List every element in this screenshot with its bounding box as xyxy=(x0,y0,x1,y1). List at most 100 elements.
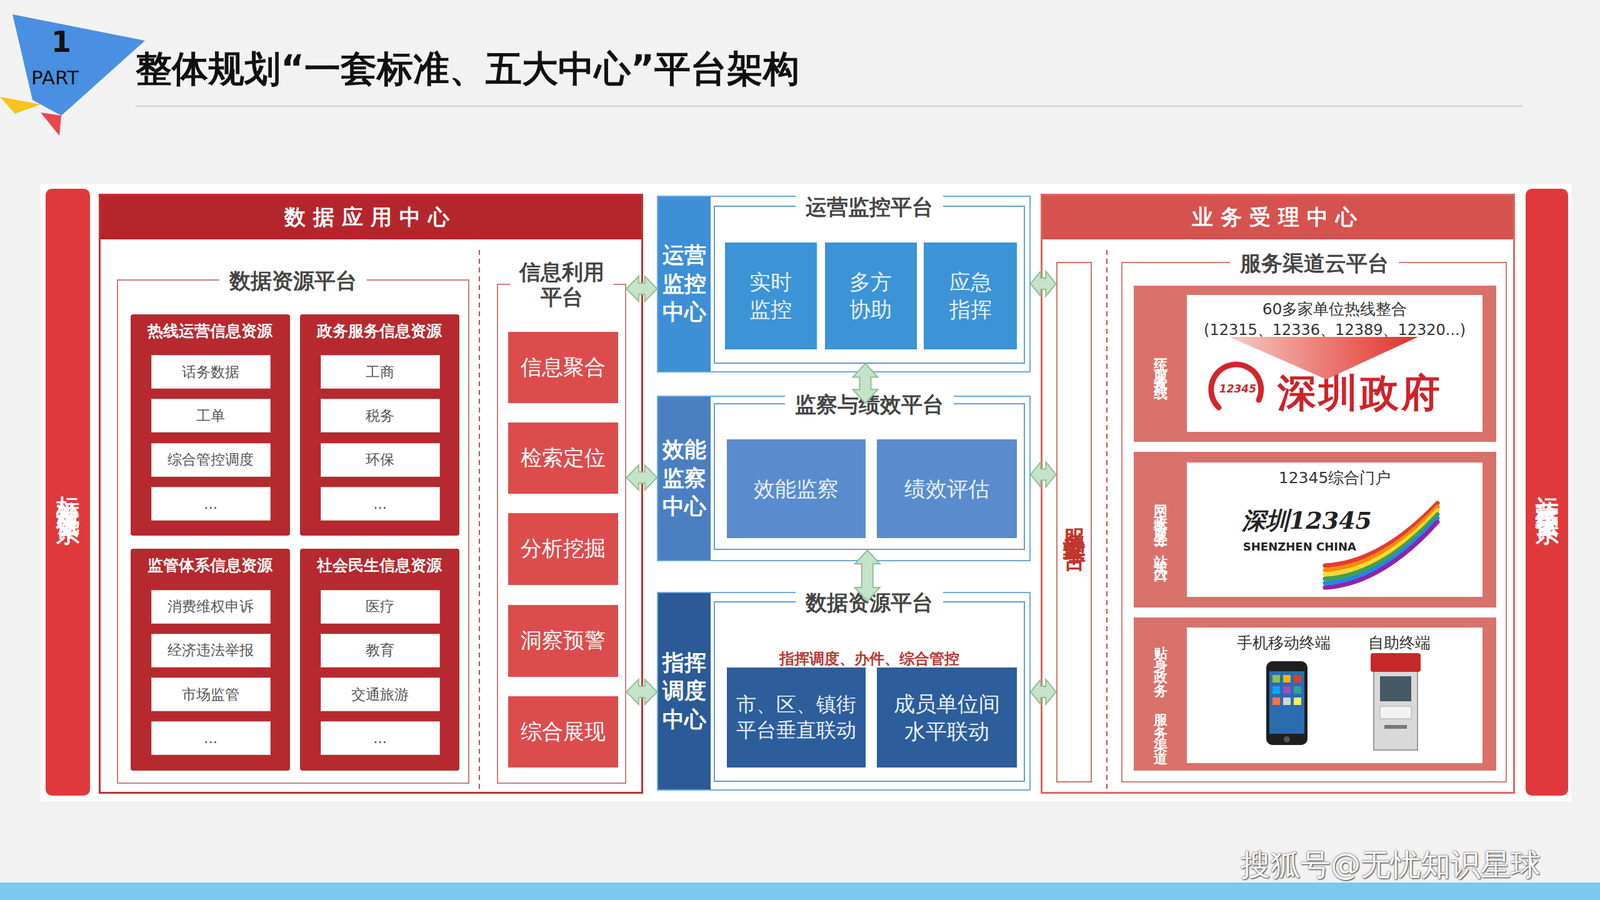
node-label: 工单 xyxy=(196,406,225,426)
node-label: 工商 xyxy=(365,362,395,382)
function-button: 分析挖掘 xyxy=(508,513,619,585)
node-label: ... xyxy=(373,730,387,747)
badge-accent xyxy=(0,96,41,114)
node-label: 效能 监察 中心 xyxy=(658,396,711,560)
function-button: 洞察预警 xyxy=(508,605,619,677)
resource-group: 热线运营信息资源话务数据工单综合管控调度... xyxy=(130,314,290,536)
kiosk-slot xyxy=(1384,725,1407,729)
node-label: 12345 xyxy=(1219,382,1257,395)
app-icon xyxy=(1293,686,1302,694)
rainbow-stripe xyxy=(1325,521,1438,588)
node-label: 成员单位间 水平联动 xyxy=(876,690,1017,745)
double-arrow xyxy=(1030,271,1057,297)
double-arrow xyxy=(855,550,880,602)
title-rule xyxy=(135,105,1523,107)
node-label: 监管体系信息资源 xyxy=(130,555,290,576)
node-label: 深圳12345 xyxy=(1241,506,1372,535)
channel-row: 网上政务服务 一站式入口12345综合门户深圳12345SHENZHEN CHI… xyxy=(1133,451,1497,607)
app-icon xyxy=(1272,675,1280,683)
divider-line xyxy=(478,250,480,791)
node-label: 消费维权申诉 xyxy=(167,596,254,617)
node-label: 应急 指挥 xyxy=(923,268,1017,324)
app-icon xyxy=(1272,697,1280,705)
node-label: 服务受理平台 xyxy=(1058,511,1090,534)
node-label: 运营维护体系 xyxy=(1531,477,1563,508)
channel-content: 60多家单位热线整合(12315、12336、12389、12320...)12… xyxy=(1186,295,1483,432)
resource-item: 消费维权申诉 xyxy=(151,590,271,624)
platform-box: 数据资源平台指挥调度、办件、综合管控市、区、镇街 平台垂直联动成员单位间 水平联… xyxy=(713,601,1025,782)
channel-row: 贴身政务 服务渠道手机移动终端自助终端 xyxy=(1133,617,1497,771)
node-label: 网上政务服务 一站式入口 xyxy=(1133,451,1187,607)
app-icon xyxy=(1293,675,1302,683)
resource-group: 监管体系信息资源消费维权申诉经济违法举报市场监管... xyxy=(130,548,290,770)
node-label: ... xyxy=(373,495,387,512)
center-panel: 业务受理中心服务受理平台服务渠道云平台统一服务热线60多家单位热线整合(1231… xyxy=(1040,193,1515,794)
resource-item: 市场监管 xyxy=(151,677,271,712)
node-label: 多方 协助 xyxy=(825,268,917,324)
app-icon xyxy=(1283,697,1291,705)
node-label: 检索定位 xyxy=(520,443,606,473)
kiosk-body xyxy=(1373,662,1418,750)
node-label: 指挥 调度 中心 xyxy=(658,593,711,790)
rainbow-stripe xyxy=(1325,518,1438,584)
node-label: 手机移动终端 xyxy=(1236,633,1331,653)
resource-item: 环保 xyxy=(320,443,440,477)
channel-content: 手机移动终端 自助终端 xyxy=(1186,627,1483,764)
node-label: 服务渠道云平台 xyxy=(1230,250,1399,277)
function-tile: 应急 指挥 xyxy=(923,242,1017,350)
node-label: 运营 监控 中心 xyxy=(658,196,711,371)
watermark: 搜狐号@无忧知识星球 xyxy=(1240,846,1541,884)
kiosk-panel xyxy=(1380,706,1412,719)
center-row: 指挥 调度 中心数据资源平台指挥调度、办件、综合管控市、区、镇街 平台垂直联动成… xyxy=(656,591,1031,791)
platform-box: 服务渠道云平台统一服务热线60多家单位热线整合(12315、12336、1238… xyxy=(1121,261,1507,783)
center-row: 运营 监控 中心运营监控平台实时 监控多方 协助应急 指挥 xyxy=(656,195,1031,372)
rainbow-stripe xyxy=(1325,510,1438,575)
divider-line xyxy=(1106,250,1108,791)
resource-item: 经济违法举报 xyxy=(151,633,271,668)
node-label: 教育 xyxy=(365,640,395,660)
resource-item: ... xyxy=(320,486,440,521)
platform-box: 信息利用 平台信息聚合检索定位分析挖掘洞察预警综合展现 xyxy=(496,283,627,784)
double-arrow xyxy=(626,679,657,705)
node-label: 分析挖掘 xyxy=(520,534,606,564)
function-tile: 市、区、镇街 平台垂直联动 xyxy=(726,667,866,768)
node-label: ... xyxy=(203,730,218,747)
node-label: 交通旅游 xyxy=(351,685,409,705)
node-label: 市、区、镇街 平台垂直联动 xyxy=(726,691,866,744)
resource-item: 税务 xyxy=(320,398,440,433)
function-tile: 多方 协助 xyxy=(825,242,917,350)
function-button: 综合展现 xyxy=(508,696,619,768)
node-label: 绩效评估 xyxy=(894,475,1000,503)
function-tile: 实时 监控 xyxy=(725,242,817,350)
resource-item: ... xyxy=(320,721,440,755)
center-row: 效能 监察 中心监察与绩效平台效能监察绩效评估 xyxy=(656,395,1031,561)
merge-arrow xyxy=(1229,336,1419,380)
side-band: 标准规范体系 xyxy=(45,188,90,796)
node-label: 指挥调度、办件、综合管控 xyxy=(715,648,1024,669)
node-label: 统一服务热线 xyxy=(1133,285,1187,442)
resource-item: 工单 xyxy=(151,398,271,433)
resource-item: ... xyxy=(151,486,271,521)
double-arrow xyxy=(626,276,657,302)
app-icon xyxy=(1272,686,1280,694)
kiosk-icon xyxy=(1370,653,1421,750)
side-band: 运营维护体系 xyxy=(1525,188,1569,796)
resource-item: ... xyxy=(151,721,271,755)
vertical-platform: 服务受理平台 xyxy=(1056,261,1092,783)
node-label: 话务数据 xyxy=(181,362,240,382)
center-panel: 数据应用中心数据资源平台热线运营信息资源话务数据工单综合管控调度...政务服务信… xyxy=(98,193,643,794)
node-label: 综合展现 xyxy=(520,717,606,747)
resource-group: 政务服务信息资源工商税务环保... xyxy=(300,314,460,536)
node-label: 综合管控调度 xyxy=(167,450,254,470)
double-arrow xyxy=(626,465,657,490)
function-tile: 效能监察 xyxy=(726,439,866,539)
kiosk-screen xyxy=(1380,676,1412,702)
node-label: 监察与绩效平台 xyxy=(785,391,954,418)
node-label: 自助终端 xyxy=(1368,633,1431,653)
home-button xyxy=(1283,736,1290,743)
logo-arc xyxy=(1211,364,1262,408)
platform-box: 监察与绩效平台效能监察绩效评估 xyxy=(713,403,1025,550)
channel-content: 12345综合门户深圳12345SHENZHEN CHINA xyxy=(1186,462,1483,598)
bottom-band xyxy=(0,882,1600,900)
slide-title: 整体规划“一套标准、五大中心”平台架构 xyxy=(135,47,800,92)
